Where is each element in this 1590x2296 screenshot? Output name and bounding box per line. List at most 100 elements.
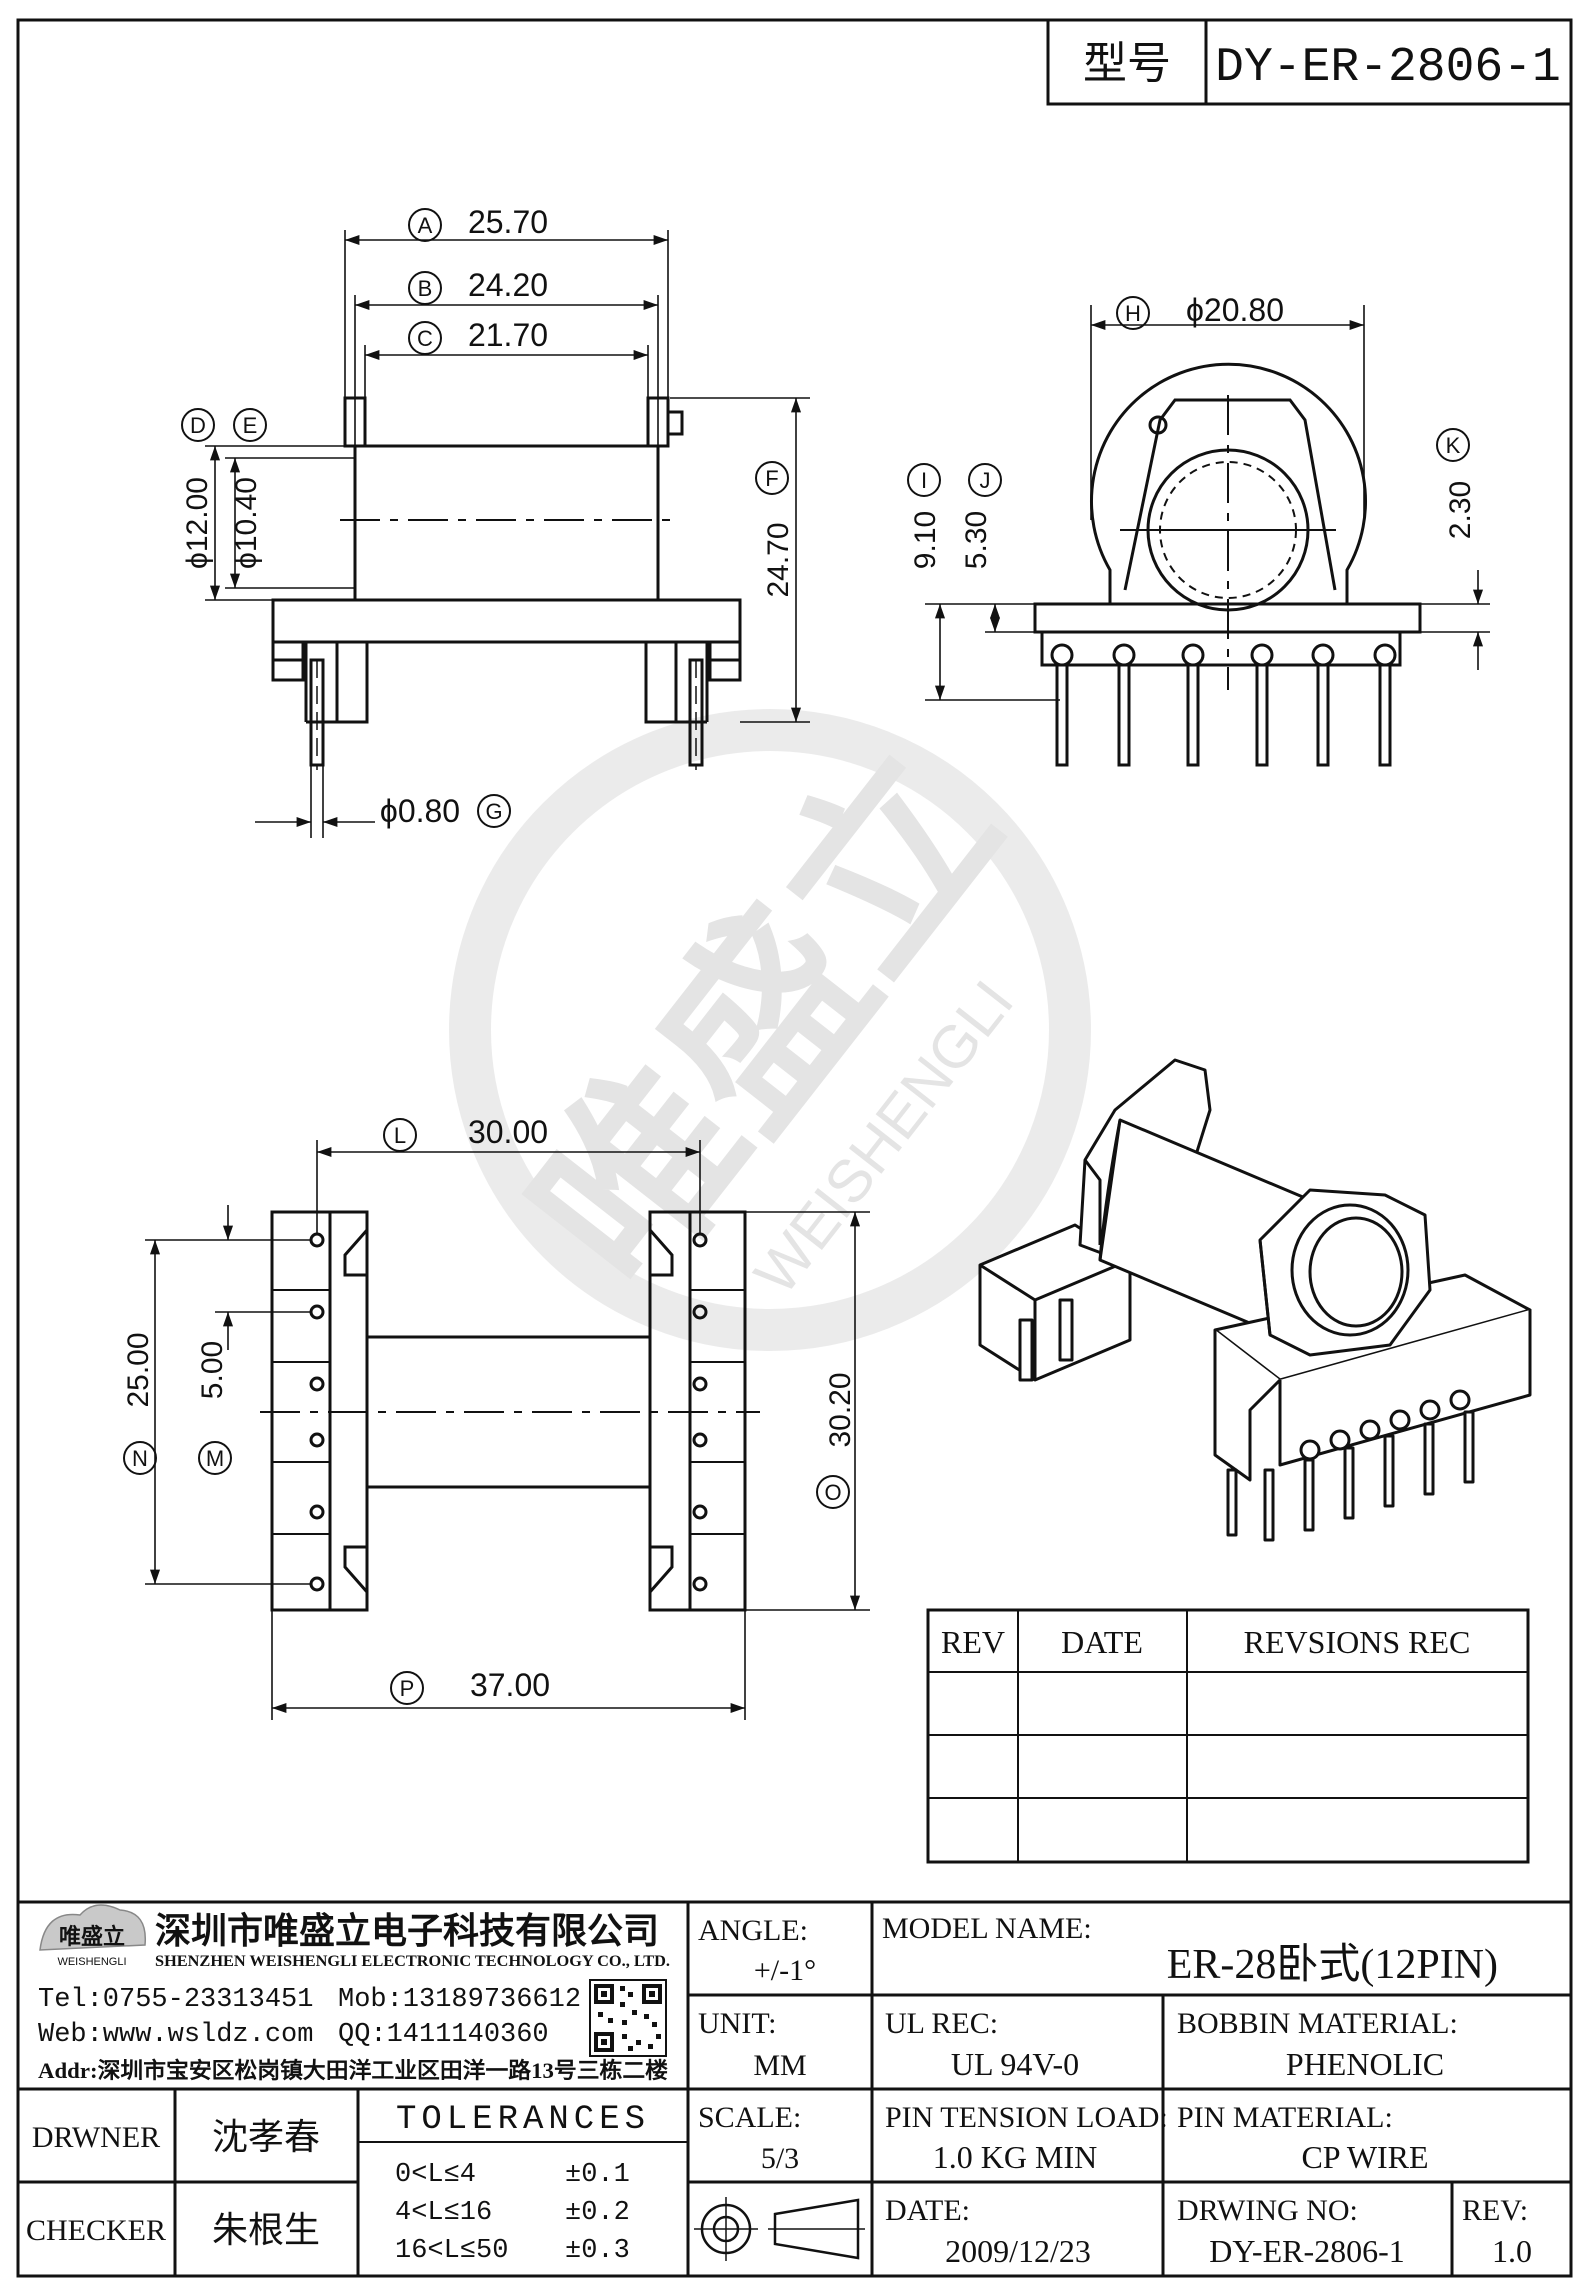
- tolerance-range-1: 0<L≤4: [395, 2160, 476, 2190]
- dim-balloon-b: [408, 271, 442, 305]
- rev-value: 1.0: [1492, 2233, 1532, 2269]
- bobbin-material-label: BOBBIN MATERIAL:: [1177, 2007, 1458, 2040]
- dim-value-f: 24.70: [762, 522, 795, 597]
- dim-balloon-f: [755, 461, 789, 495]
- dim-balloon-n: [123, 1441, 157, 1475]
- bottom-view: [260, 1210, 760, 1612]
- isometric-view: [978, 1058, 1532, 1542]
- front-view: [271, 396, 742, 770]
- side-view-labels: H ϕ20.80 I 9.10 J 5.30 K 2.30: [907, 292, 1477, 569]
- dim-letter-b: B: [418, 276, 433, 301]
- scale-label: SCALE:: [698, 2101, 801, 2134]
- dim-balloon-g: [477, 794, 511, 828]
- date-value: 2009/12/23: [945, 2233, 1091, 2269]
- dim-value-h: ϕ20.80: [1186, 292, 1284, 328]
- dim-value-e: ϕ10.40: [230, 477, 263, 569]
- dim-balloon-a: [408, 208, 442, 242]
- model-header-box: 型号 DY-ER-2806-1: [1046, 18, 1573, 106]
- ul-rec-label: UL REC:: [885, 2007, 998, 2040]
- bottom-view-dimensions: [145, 1140, 870, 1720]
- drawer-label: DRWNER: [32, 2121, 160, 2154]
- qr-code: [589, 1979, 667, 2057]
- dim-value-p: 37.00: [470, 1667, 550, 1703]
- dim-value-d: ϕ12.00: [181, 477, 214, 569]
- company-mob: Mob:13189736612: [338, 1985, 581, 2015]
- model-header-label: 型号: [1083, 39, 1171, 88]
- dim-value-n: 25.00: [122, 1332, 155, 1407]
- dim-letter-d: D: [190, 413, 206, 438]
- dim-value-o: 30.20: [824, 1372, 857, 1447]
- dim-letter-g: G: [485, 799, 502, 824]
- revision-table: REV DATE REVSIONS REC: [926, 1608, 1530, 1864]
- dim-balloon-j: [968, 463, 1002, 497]
- dim-value-c: 21.70: [468, 317, 548, 353]
- dim-balloon-l: [383, 1118, 417, 1152]
- dim-balloon-m: [198, 1441, 232, 1475]
- unit-value: MM: [753, 2049, 806, 2082]
- model-name-label: MODEL NAME:: [882, 1912, 1092, 1945]
- date-label: DATE:: [885, 2194, 970, 2227]
- company-tel: Tel:0755-23313451: [38, 1985, 313, 2015]
- dim-value-a: 25.70: [468, 204, 548, 240]
- company-address: Addr:深圳市宝安区松岗镇大田洋工业区田洋一路13号三栋二楼: [38, 2058, 668, 2083]
- angle-label: ANGLE:: [698, 1914, 808, 1947]
- tolerance-value-2: ±0.2: [565, 2198, 630, 2228]
- drawing-no-value: DY-ER-2806-1: [1209, 2233, 1405, 2269]
- dim-letter-f: F: [765, 466, 778, 491]
- checker-label: CHECKER: [26, 2214, 166, 2247]
- sheet-border: [16, 18, 1573, 2278]
- tolerance-value-3: ±0.3: [565, 2236, 630, 2266]
- side-view-dimensions: [925, 305, 1490, 701]
- bottom-view-labels: L 30.00 N 25.00 M 5.00 O 30.20 P 37.00: [122, 1114, 857, 1705]
- dim-balloon-p: [390, 1671, 424, 1705]
- company-logo-en: WEISHENGLI: [57, 1956, 126, 1968]
- side-view: [1033, 362, 1422, 767]
- tolerances-title: TOLERANCES: [396, 2101, 650, 2139]
- dim-letter-e: E: [243, 413, 258, 438]
- dim-letter-l: L: [394, 1123, 406, 1148]
- dim-value-m: 5.00: [196, 1341, 229, 1399]
- pin-material-value: CP WIRE: [1301, 2139, 1428, 2175]
- company-logo-cn: 唯盛立: [59, 1924, 125, 1949]
- dim-letter-h: H: [1125, 301, 1141, 326]
- tolerance-value-1: ±0.1: [565, 2160, 630, 2190]
- dim-balloon-i: [907, 463, 941, 497]
- dim-balloon-c: [408, 321, 442, 355]
- dim-balloon-k: [1436, 428, 1470, 462]
- watermark: 唯盛立 WEISHENGLI: [449, 709, 1091, 1351]
- dim-balloon-e: [233, 408, 267, 442]
- title-block-grid: [18, 1900, 1571, 2276]
- tolerance-range-2: 4<L≤16: [395, 2198, 492, 2228]
- dim-letter-m: M: [206, 1446, 224, 1471]
- company-qq: QQ:1411140360: [338, 2020, 549, 2050]
- company-web: Web:www.wsldz.com: [38, 2020, 313, 2050]
- dim-value-j: 5.30: [960, 511, 993, 569]
- dim-letter-o: O: [824, 1480, 841, 1505]
- scale-value: 5/3: [761, 2142, 799, 2175]
- rev-col-records: REVSIONS REC: [1244, 1624, 1471, 1660]
- pin-tension-value: 1.0 KG MIN: [933, 2139, 1097, 2175]
- pin-material-label: PIN MATERIAL:: [1177, 2101, 1393, 2134]
- checker-value: 朱根生: [212, 2210, 320, 2250]
- company-name-en: SHENZHEN WEISHENGLI ELECTRONIC TECHNOLOG…: [155, 1953, 670, 1970]
- dim-letter-c: C: [417, 326, 433, 351]
- dim-value-l: 30.00: [468, 1114, 548, 1150]
- drawing-no-label: DRWING NO:: [1177, 2194, 1358, 2227]
- dim-letter-i: I: [921, 468, 927, 493]
- rev-label: REV:: [1462, 2194, 1528, 2227]
- company-name-cn: 深圳市唯盛立电子科技有限公司: [155, 1911, 659, 1951]
- pin-tension-label: PIN TENSION LOAD:: [885, 2101, 1168, 2134]
- rev-col-rev: REV: [941, 1624, 1005, 1660]
- dim-letter-n: N: [132, 1446, 148, 1471]
- angle-value: +/-1°: [754, 1954, 816, 1987]
- unit-label: UNIT:: [698, 2007, 777, 2040]
- model-name-value: ER-28卧式(12PIN): [1167, 1942, 1498, 1988]
- dim-letter-p: P: [400, 1676, 415, 1701]
- dim-value-k: 2.30: [1444, 481, 1477, 539]
- dim-value-g: ϕ0.80: [380, 793, 460, 829]
- dim-letter-j: J: [980, 468, 991, 493]
- dim-value-b: 24.20: [468, 267, 548, 303]
- ul-rec-value: UL 94V-0: [951, 2046, 1079, 2082]
- model-header-value: DY-ER-2806-1: [1215, 41, 1561, 95]
